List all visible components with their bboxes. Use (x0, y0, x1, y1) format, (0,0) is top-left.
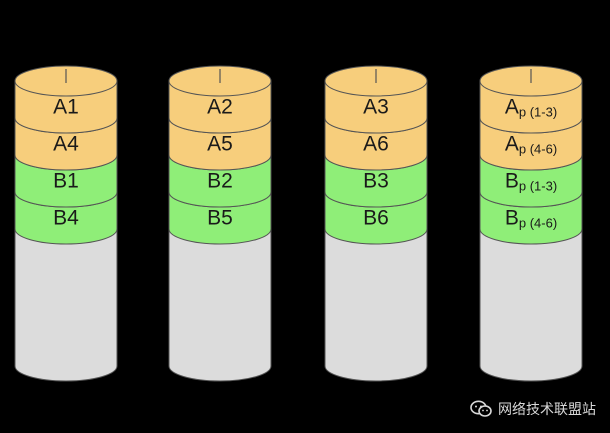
disk-empty-space (479, 228, 583, 382)
block-label: B3 (363, 170, 389, 193)
data-block: A3 (324, 65, 428, 134)
disk-3: B6 B3 A6 A3 (324, 65, 428, 382)
data-block: A2 (168, 65, 272, 134)
watermark-text: 网络技术联盟站 (498, 401, 596, 417)
block-label: A6 (363, 133, 389, 156)
disk-2: B5 B2 A5 A2 (168, 65, 272, 382)
block-label: Ap (1-3) (505, 96, 557, 120)
watermark: 网络技术联盟站 (470, 399, 596, 419)
wechat-icon (470, 400, 492, 417)
disk-1: B4 B1 A4 A1 (14, 65, 118, 382)
block-label: A5 (207, 133, 233, 156)
block-label: Bp (1-3) (505, 170, 557, 194)
disk-empty-space (324, 228, 428, 382)
block-label: B6 (363, 207, 389, 230)
disk-empty-space (14, 228, 118, 382)
disk-empty-space (168, 228, 272, 382)
block-label: Ap (4-6) (505, 133, 557, 157)
disk-4: Bp (4-6) Bp (1-3) Ap (4-6) Ap (1-3) (479, 65, 583, 382)
block-label: A2 (207, 96, 233, 119)
block-label: A1 (53, 96, 79, 119)
block-label: A4 (53, 133, 79, 156)
data-block: Ap (1-3) (479, 65, 583, 134)
block-label: B5 (207, 207, 233, 230)
block-label: B2 (207, 170, 233, 193)
block-label: B4 (53, 207, 79, 230)
block-label: Bp (4-6) (505, 207, 557, 231)
block-label: B1 (53, 170, 79, 193)
block-label: A3 (363, 96, 389, 119)
